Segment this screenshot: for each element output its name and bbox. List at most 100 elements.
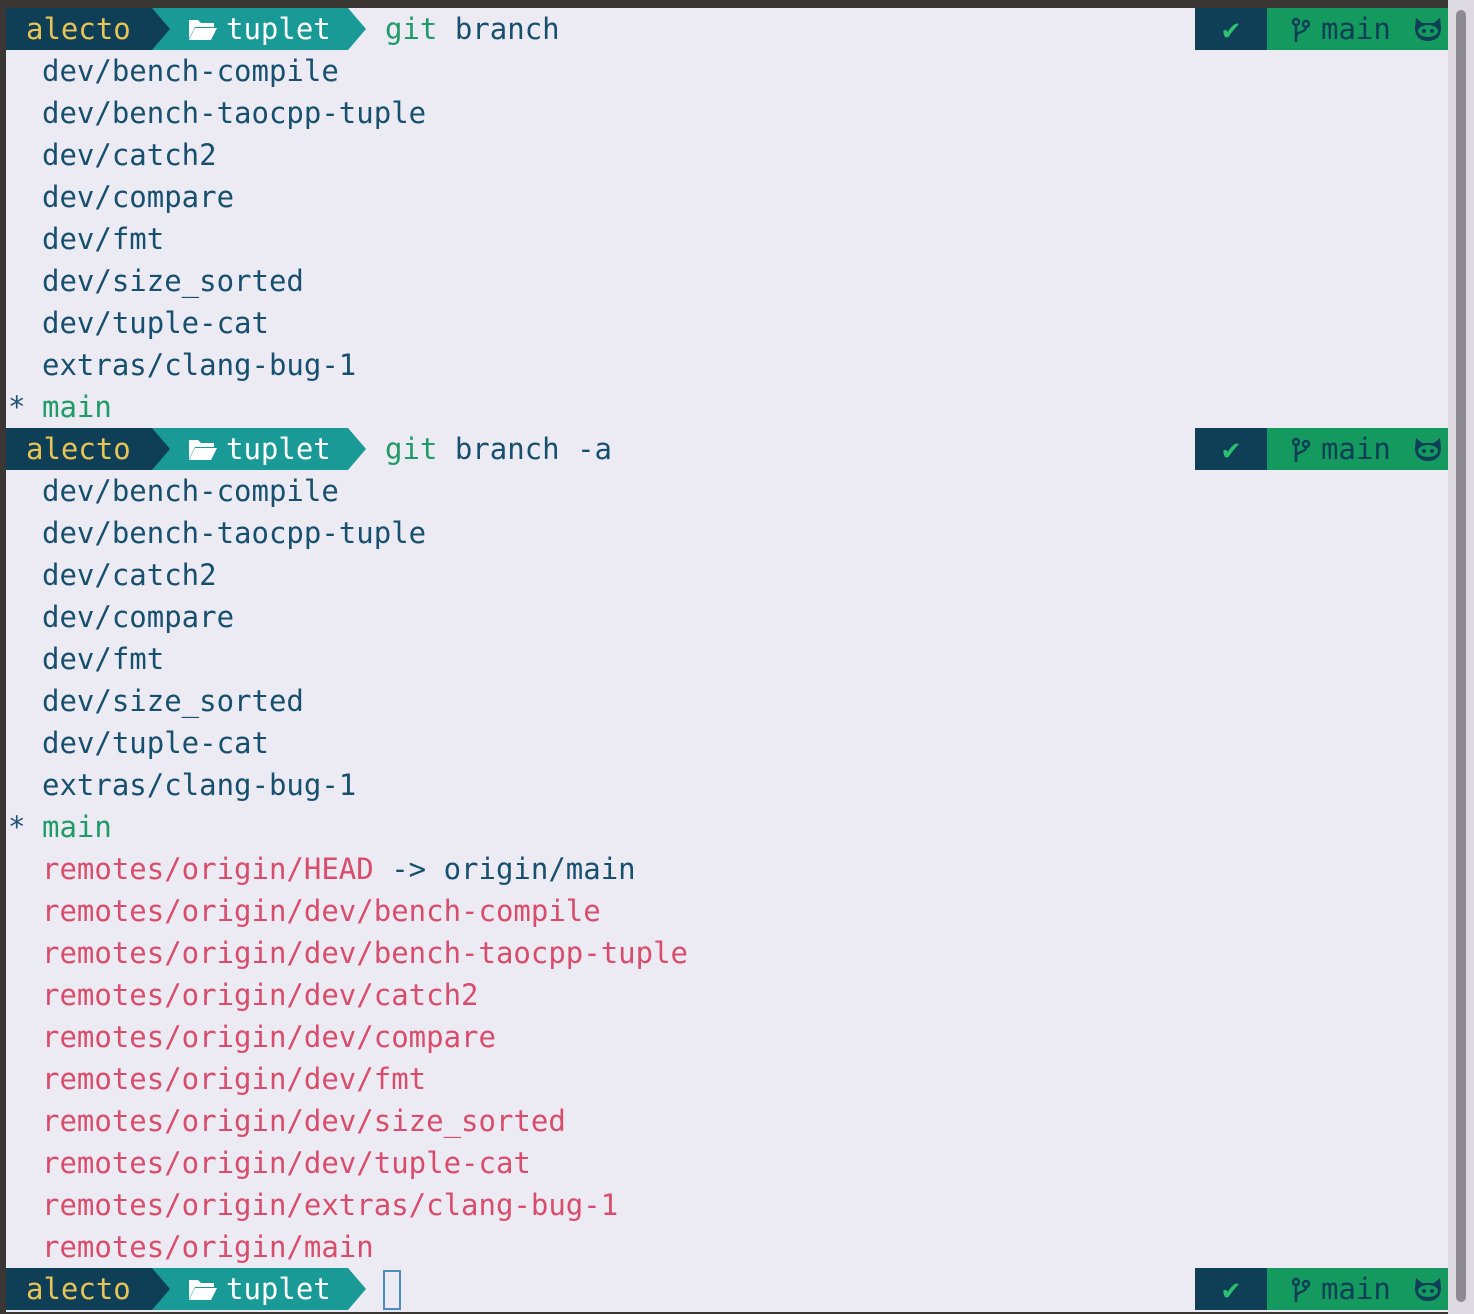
local-branch: dev/bench-taocpp-tuple bbox=[42, 516, 427, 550]
git-branch-segment: main bbox=[1267, 428, 1448, 470]
branch-line: dev/bench-compile bbox=[6, 470, 1448, 512]
git-branch-name: main bbox=[1321, 432, 1391, 466]
prompt-dir: tuplet bbox=[226, 1272, 331, 1306]
local-branch: dev/compare bbox=[42, 180, 235, 214]
prompt-user: alecto bbox=[26, 1272, 131, 1306]
scrollbar[interactable] bbox=[1448, 0, 1474, 1314]
current-branch: main bbox=[42, 810, 112, 844]
command: git branch bbox=[385, 8, 560, 50]
local-branch: dev/fmt bbox=[42, 642, 165, 676]
terminal-window[interactable]: alecto tuplet git branch ✔ main bbox=[6, 8, 1448, 1312]
prompt-dir: tuplet bbox=[226, 12, 331, 46]
local-branch: dev/bench-compile bbox=[42, 54, 339, 88]
local-branch: dev/catch2 bbox=[42, 558, 217, 592]
prompt-line: alecto tuplet git branch ✔ main bbox=[6, 8, 1448, 50]
segment-separator bbox=[348, 1268, 366, 1310]
branch-line: dev/compare bbox=[6, 596, 1448, 638]
check-icon: ✔ bbox=[1195, 1268, 1267, 1310]
current-branch-line: * main bbox=[6, 386, 1448, 428]
branch-line: dev/bench-taocpp-tuple bbox=[6, 512, 1448, 554]
remote-branch-line: remotes/origin/dev/size_sorted bbox=[6, 1100, 1448, 1142]
prompt-dir: tuplet bbox=[226, 432, 331, 466]
remote-branch-line: remotes/origin/main bbox=[6, 1226, 1448, 1268]
remote-branch-line: remotes/origin/dev/compare bbox=[6, 1016, 1448, 1058]
local-branch: dev/tuple-cat bbox=[42, 726, 269, 760]
current-branch-line: * main bbox=[6, 806, 1448, 848]
right-status: ✔ main bbox=[1195, 1268, 1448, 1310]
local-branch: extras/clang-bug-1 bbox=[42, 768, 357, 802]
active-prompt-line[interactable]: alecto tuplet ✔ main bbox=[6, 1268, 1448, 1310]
command-git: git bbox=[385, 12, 438, 46]
remote-branch-line: remotes/origin/dev/tuple-cat bbox=[6, 1142, 1448, 1184]
remote-branch: remotes/origin/main bbox=[42, 1230, 374, 1264]
scrollbar-thumb[interactable] bbox=[1456, 10, 1466, 1302]
right-status: ✔ main bbox=[1195, 428, 1448, 470]
remote-head-line: remotes/origin/HEAD -> origin/main bbox=[6, 848, 1448, 890]
text-cursor[interactable] bbox=[383, 1270, 401, 1310]
remote-branch: remotes/origin/dev/tuple-cat bbox=[42, 1146, 531, 1180]
local-branch: dev/size_sorted bbox=[42, 684, 304, 718]
prompt-line: alecto tuplet git branch -a ✔ main bbox=[6, 428, 1448, 470]
remote-branch-line: remotes/origin/dev/bench-compile bbox=[6, 890, 1448, 932]
right-status: ✔ main bbox=[1195, 8, 1448, 50]
branch-line: dev/catch2 bbox=[6, 554, 1448, 596]
branch-line: dev/tuple-cat bbox=[6, 302, 1448, 344]
local-branch: dev/fmt bbox=[42, 222, 165, 256]
remote-branch: remotes/origin/dev/fmt bbox=[42, 1062, 427, 1096]
branch-line: extras/clang-bug-1 bbox=[6, 764, 1448, 806]
remote-branch: remotes/origin/dev/catch2 bbox=[42, 978, 479, 1012]
prompt-user-segment: alecto bbox=[6, 428, 152, 470]
prompt-dir-segment: tuplet bbox=[152, 1268, 348, 1310]
git-branch-segment: main bbox=[1267, 1268, 1448, 1310]
folder-open-icon bbox=[189, 20, 217, 40]
current-marker: * bbox=[8, 390, 26, 424]
prompt-user: alecto bbox=[26, 432, 131, 466]
remote-branch-line: remotes/origin/dev/fmt bbox=[6, 1058, 1448, 1100]
branch-line: dev/catch2 bbox=[6, 134, 1448, 176]
segment-separator bbox=[152, 1268, 170, 1310]
command-git: git bbox=[385, 432, 438, 466]
current-marker: * bbox=[8, 810, 26, 844]
command: git branch -a bbox=[385, 428, 612, 470]
local-branch: dev/catch2 bbox=[42, 138, 217, 172]
remote-branch-line: remotes/origin/dev/bench-taocpp-tuple bbox=[6, 932, 1448, 974]
github-icon bbox=[1415, 1278, 1441, 1301]
remote-branch: remotes/origin/dev/size_sorted bbox=[42, 1104, 566, 1138]
remote-head-ref: remotes/origin/HEAD bbox=[42, 852, 374, 886]
remote-branch-line: remotes/origin/dev/catch2 bbox=[6, 974, 1448, 1016]
remote-branch-line: remotes/origin/extras/clang-bug-1 bbox=[6, 1184, 1448, 1226]
segment-separator bbox=[152, 8, 170, 50]
git-branch-icon bbox=[1291, 1277, 1311, 1302]
branch-line: dev/compare bbox=[6, 176, 1448, 218]
git-branch-icon bbox=[1291, 437, 1311, 462]
local-branch: dev/bench-taocpp-tuple bbox=[42, 96, 427, 130]
prompt-dir-segment: tuplet bbox=[152, 428, 348, 470]
head-arrow: -> bbox=[373, 852, 444, 886]
remote-branch: remotes/origin/dev/compare bbox=[42, 1020, 496, 1054]
remote-branch: remotes/origin/extras/clang-bug-1 bbox=[42, 1188, 619, 1222]
branch-line: dev/bench-taocpp-tuple bbox=[6, 92, 1448, 134]
command-args: branch bbox=[437, 12, 560, 46]
prompt-dir-segment: tuplet bbox=[152, 8, 348, 50]
local-branch: dev/bench-compile bbox=[42, 474, 339, 508]
github-icon bbox=[1415, 438, 1441, 461]
segment-separator bbox=[348, 8, 366, 50]
branch-line: dev/fmt bbox=[6, 638, 1448, 680]
head-target: origin/main bbox=[443, 852, 636, 886]
branch-line: dev/bench-compile bbox=[6, 50, 1448, 92]
folder-open-icon bbox=[189, 1280, 217, 1300]
remote-branch: remotes/origin/dev/bench-taocpp-tuple bbox=[42, 936, 689, 970]
local-branch: dev/compare bbox=[42, 600, 235, 634]
check-icon: ✔ bbox=[1195, 428, 1267, 470]
current-branch: main bbox=[42, 390, 112, 424]
github-icon bbox=[1415, 18, 1441, 41]
branch-line: dev/fmt bbox=[6, 218, 1448, 260]
check-icon: ✔ bbox=[1195, 8, 1267, 50]
branch-line: dev/size_sorted bbox=[6, 260, 1448, 302]
branch-line: dev/size_sorted bbox=[6, 680, 1448, 722]
branch-line: extras/clang-bug-1 bbox=[6, 344, 1448, 386]
segment-separator bbox=[152, 428, 170, 470]
git-branch-name: main bbox=[1321, 1272, 1391, 1306]
folder-open-icon bbox=[189, 440, 217, 460]
local-branch: dev/tuple-cat bbox=[42, 306, 269, 340]
